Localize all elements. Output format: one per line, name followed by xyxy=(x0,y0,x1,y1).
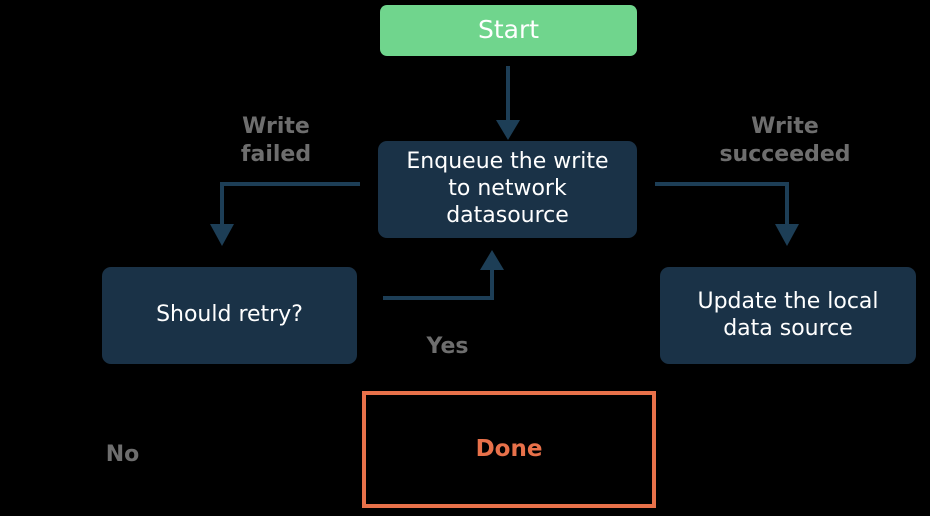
node-start-label: Start xyxy=(477,15,540,45)
node-update-local[interactable]: Update the local data source xyxy=(660,267,916,364)
node-start[interactable]: Start xyxy=(380,5,637,56)
node-update-local-label: Update the local data source xyxy=(697,288,879,341)
edge-enqueue-to-should-retry xyxy=(210,182,360,246)
node-done-label: Done xyxy=(475,436,543,463)
node-enqueue-label: Enqueue the write to network datasource xyxy=(406,149,609,228)
edge-label-no: No xyxy=(105,442,140,467)
edge-label-write-succeeded: Write succeeded xyxy=(719,114,851,168)
node-should-retry[interactable]: Should retry? xyxy=(102,267,357,364)
edge-label-write-failed: Write failed xyxy=(240,114,312,168)
node-should-retry-label: Should retry? xyxy=(156,302,303,328)
node-enqueue[interactable]: Enqueue the write to network datasource xyxy=(378,141,637,238)
edge-start-to-enqueue xyxy=(496,66,520,140)
edge-enqueue-to-update-local xyxy=(655,182,799,246)
edge-should-retry-yes-to-enqueue xyxy=(383,250,504,300)
edge-label-yes: Yes xyxy=(426,334,469,359)
node-done[interactable]: Done xyxy=(362,391,656,508)
